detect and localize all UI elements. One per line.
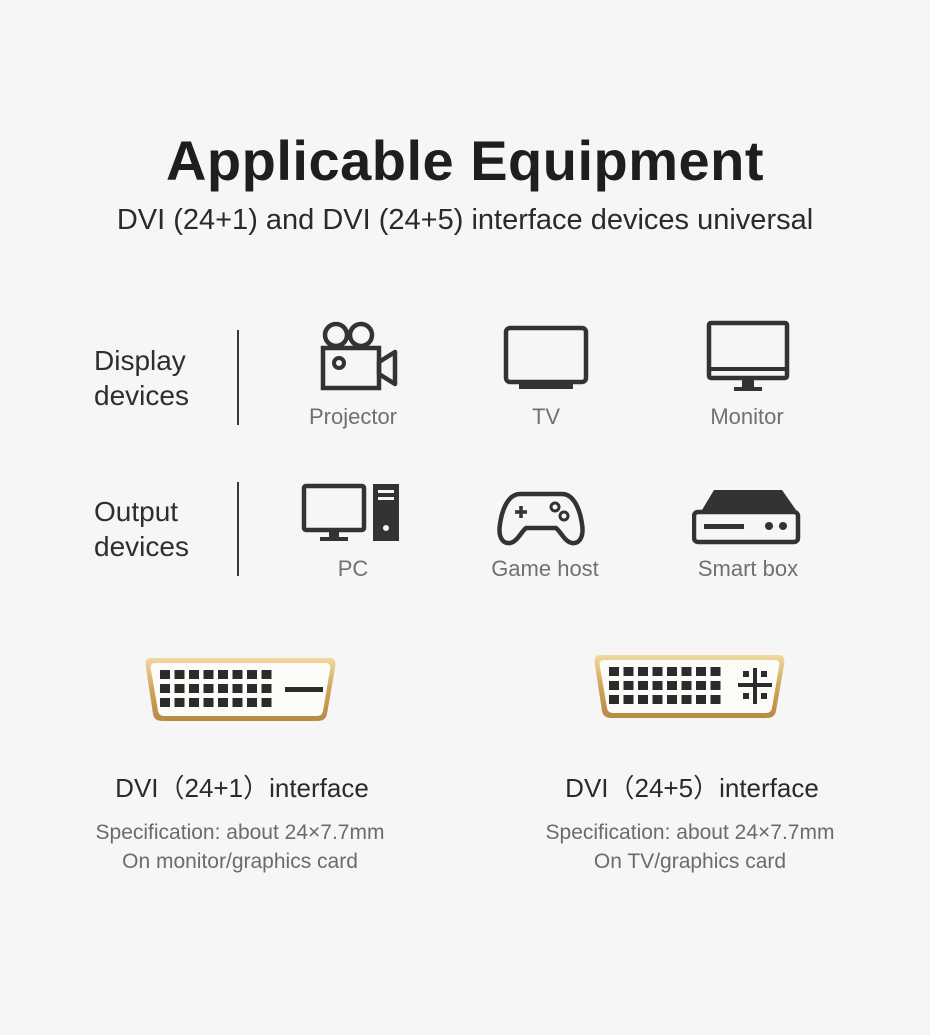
page-title: Applicable Equipment [165, 129, 765, 192]
monitor-icon [694, 318, 804, 398]
connector-title-24-5: DVI（24+5）interface [565, 773, 819, 803]
gamepad-icon [486, 480, 596, 560]
connector-spec-24-5: Specification: about 24×7.7mm On TV/grap… [545, 821, 835, 873]
dvi-24-5-connector [592, 651, 787, 721]
device-label-tv: TV [531, 404, 561, 429]
device-label-projector: Projector [308, 404, 398, 429]
device-label-pc: PC [337, 556, 369, 581]
category-divider [237, 330, 239, 425]
device-label-smart-box: Smart box [697, 556, 799, 581]
category-label-output: Output devices [94, 496, 189, 562]
category-divider [237, 482, 239, 576]
tv-icon [492, 318, 602, 398]
dvi-24-1-connector [143, 654, 338, 724]
device-label-monitor: Monitor [710, 404, 784, 429]
smart-box-icon [691, 480, 802, 560]
device-label-game-host: Game host [491, 556, 599, 581]
connector-spec-24-1: Specification: about 24×7.7mm On monitor… [95, 821, 385, 873]
projector-icon [298, 318, 408, 398]
connector-title-24-1: DVI（24+1）interface [115, 773, 369, 803]
category-label-display: Display devices [94, 345, 189, 411]
pc-icon [298, 478, 408, 558]
page-subtitle: DVI (24+1) and DVI (24+5) interface devi… [116, 204, 814, 236]
